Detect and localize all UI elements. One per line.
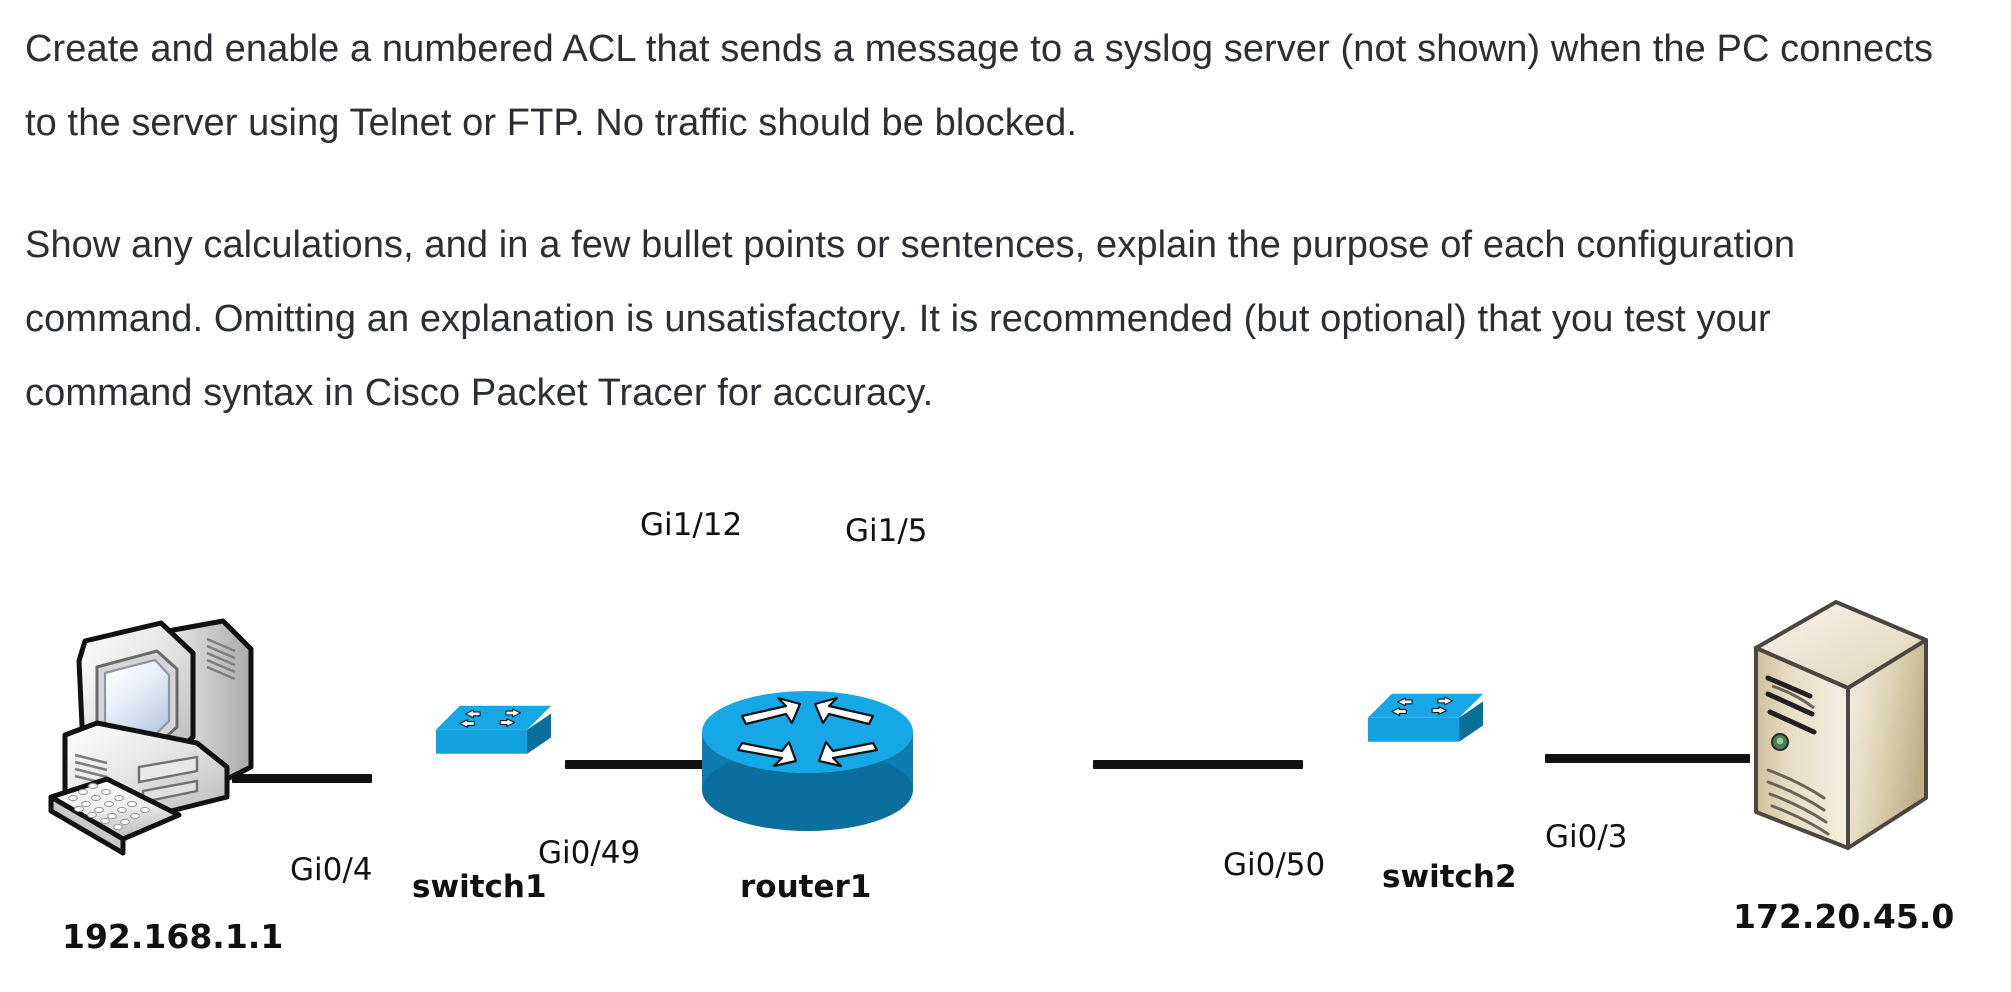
instruction-text-block: Create and enable a numbered ACL that se… <box>25 0 1985 430</box>
switch-icon <box>435 705 552 754</box>
label-router1-left-interface: Gi1/12 <box>640 507 743 543</box>
router-icon <box>702 691 913 831</box>
link-router1-to-switch2 <box>1093 760 1303 769</box>
label-switch1-name: switch1 <box>412 869 547 905</box>
link-switch2-to-server <box>1545 754 1750 763</box>
label-switch2-left-interface: Gi0/50 <box>1223 847 1326 883</box>
paragraph-2: Show any calculations, and in a few bull… <box>25 224 1796 414</box>
label-server-ip: 172.20.45.0 <box>1733 897 1955 936</box>
device-switch1[interactable] <box>368 700 618 835</box>
label-switch2-right-interface: Gi0/3 <box>1545 819 1628 855</box>
link-pc-to-switch1 <box>232 774 372 783</box>
label-router1-name: router1 <box>740 869 872 905</box>
device-router1[interactable] <box>700 690 915 840</box>
label-pc-ip: 192.168.1.1 <box>62 917 284 956</box>
paragraph-1: Create and enable a numbered ACL that se… <box>25 28 1934 144</box>
label-switch2-name: switch2 <box>1382 859 1517 895</box>
label-router1-right-interface: Gi1/5 <box>845 513 928 549</box>
link-switch1-to-router1 <box>565 760 710 769</box>
label-switch1-left-interface: Gi0/4 <box>290 852 373 888</box>
network-topology-diagram: 192.168.1.1 G <box>0 510 2011 992</box>
device-switch2[interactable] <box>1300 688 1550 823</box>
pc-icon <box>48 618 254 856</box>
device-pc[interactable] <box>45 615 275 885</box>
switch-icon <box>1367 693 1484 742</box>
server-icon <box>1754 600 1928 850</box>
device-server[interactable] <box>1748 590 1933 855</box>
label-switch1-right-interface: Gi0/49 <box>538 835 641 871</box>
